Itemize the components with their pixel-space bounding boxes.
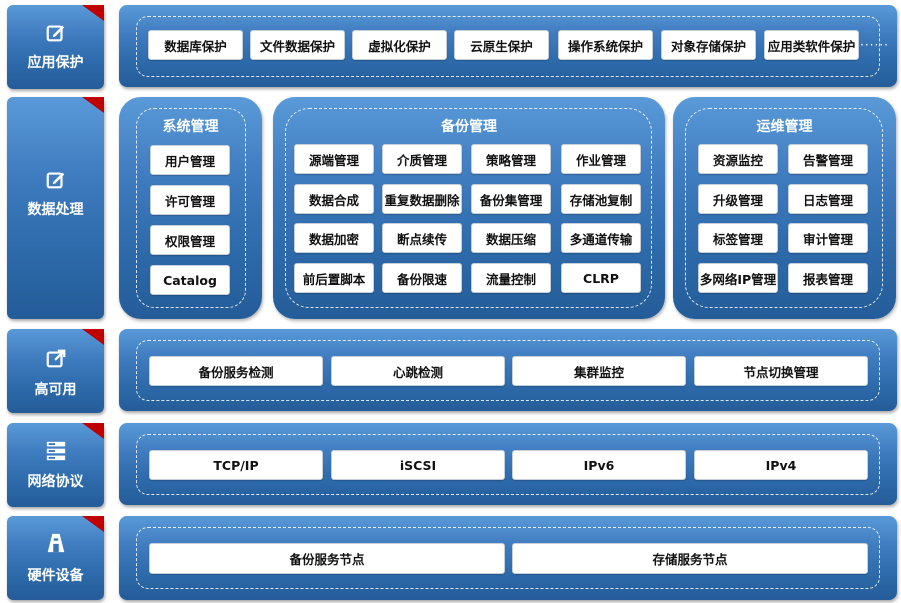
backup-management-item[interactable]: 多通道传输 <box>561 223 641 253</box>
ops-management-item[interactable]: 资源监控 <box>698 144 778 174</box>
backup-management-item[interactable]: 数据合成 <box>294 184 374 214</box>
backup-management-item[interactable]: CLRP <box>561 263 641 293</box>
backup-management-panel: 备份管理 源端管理 介质管理 策略管理 作业管理 数据合成 重复数据删除 备份集… <box>273 97 665 319</box>
backup-management-group <box>285 108 652 308</box>
high-availability-panel: 备份服务检测 心跳检测 集群监控 节点切换管理 <box>119 329 897 411</box>
network-protocol-item[interactable]: IPv6 <box>512 450 686 480</box>
backup-management-item[interactable]: 介质管理 <box>382 144 462 174</box>
server-icon <box>46 441 65 461</box>
app-protection-item[interactable]: 虚拟化保护 <box>352 30 447 60</box>
system-management-group <box>136 108 246 308</box>
app-protection-item[interactable]: 对象存储保护 <box>661 30 756 60</box>
backup-management-title: 备份管理 <box>441 119 497 135</box>
ops-management-item[interactable]: 升级管理 <box>698 184 778 214</box>
layer-tile-data-processing: 数据处理 <box>7 97 104 319</box>
backup-management-item[interactable]: 重复数据删除 <box>382 184 462 214</box>
edit-icon <box>46 25 64 42</box>
tower-icon <box>47 533 64 553</box>
hardware-panel: 备份服务节点 存储服务节点 <box>119 516 897 600</box>
ops-management-group <box>685 108 883 308</box>
corner-marker <box>82 423 104 439</box>
backup-management-item[interactable]: 数据加密 <box>294 223 374 253</box>
ops-management-panel: 运维管理 资源监控 告警管理 升级管理 日志管理 标签管理 审计管理 多网络IP… <box>673 97 896 319</box>
ops-management-item[interactable]: 日志管理 <box>788 184 868 214</box>
app-protection-group <box>136 16 880 77</box>
system-management-title: 系统管理 <box>162 119 219 135</box>
edit-icon <box>46 172 64 189</box>
app-protection-item[interactable]: 操作系统保护 <box>558 30 653 60</box>
layer-tile-app-protection: 应用保护 <box>7 5 104 89</box>
ops-management-item[interactable]: 报表管理 <box>788 263 868 293</box>
ops-management-item[interactable]: 标签管理 <box>698 223 778 253</box>
app-protection-item[interactable]: 数据库保护 <box>148 30 243 60</box>
high-availability-item[interactable]: 心跳检测 <box>331 356 505 386</box>
network-protocol-item[interactable]: TCP/IP <box>149 450 323 480</box>
corner-marker <box>82 516 104 532</box>
backup-management-item[interactable]: 策略管理 <box>471 144 551 174</box>
hardware-item[interactable]: 存储服务节点 <box>512 543 868 574</box>
hardware-group <box>136 527 880 589</box>
more-ellipsis: ······ <box>860 38 889 52</box>
app-protection-panel: 数据库保护 文件数据保护 虚拟化保护 云原生保护 操作系统保护 对象存储保护 应… <box>119 5 897 87</box>
system-management-item[interactable]: Catalog <box>150 265 230 295</box>
app-protection-item[interactable]: 云原生保护 <box>454 30 549 60</box>
layer-label: 网络协议 <box>27 474 84 490</box>
ops-management-title: 运维管理 <box>756 119 813 135</box>
backup-management-item[interactable]: 存储池复制 <box>561 184 641 214</box>
backup-management-item[interactable]: 备份集管理 <box>471 184 551 214</box>
system-management-item[interactable]: 许可管理 <box>150 185 230 215</box>
backup-management-item[interactable]: 流量控制 <box>471 263 551 293</box>
backup-management-item[interactable]: 前后置脚本 <box>294 263 374 293</box>
network-protocol-item[interactable]: IPv4 <box>694 450 868 480</box>
external-link-icon <box>46 349 65 368</box>
backup-management-item[interactable]: 作业管理 <box>561 144 641 174</box>
layer-tile-high-availability: 高可用 <box>7 329 104 413</box>
app-protection-item[interactable]: 文件数据保护 <box>250 30 345 60</box>
layer-tile-hardware: 硬件设备 <box>7 516 104 600</box>
network-protocol-group <box>136 434 880 495</box>
network-protocol-item[interactable]: iSCSI <box>331 450 505 480</box>
backup-management-item[interactable]: 备份限速 <box>382 263 462 293</box>
layer-label: 硬件设备 <box>27 568 84 584</box>
ops-management-item[interactable]: 审计管理 <box>788 223 868 253</box>
backup-management-item[interactable]: 断点续传 <box>382 223 462 253</box>
corner-marker <box>82 97 104 113</box>
layer-label: 数据处理 <box>27 202 84 218</box>
ops-management-item[interactable]: 多网络IP管理 <box>698 263 778 293</box>
corner-marker <box>82 329 104 345</box>
ops-management-item[interactable]: 告警管理 <box>788 144 868 174</box>
system-management-item[interactable]: 用户管理 <box>150 145 230 175</box>
layer-label: 高可用 <box>34 382 77 398</box>
high-availability-group <box>136 340 880 401</box>
app-protection-item[interactable]: 应用类软件保护 <box>764 30 859 60</box>
layer-label: 应用保护 <box>27 55 84 71</box>
system-management-item[interactable]: 权限管理 <box>150 225 230 255</box>
system-management-panel: 系统管理 用户管理 许可管理 权限管理 Catalog <box>119 97 262 319</box>
backup-management-item[interactable]: 数据压缩 <box>471 223 551 253</box>
high-availability-item[interactable]: 节点切换管理 <box>694 356 868 386</box>
corner-marker <box>82 5 104 21</box>
layer-tile-network-protocol: 网络协议 <box>7 423 104 507</box>
high-availability-item[interactable]: 备份服务检测 <box>149 356 323 386</box>
high-availability-item[interactable]: 集群监控 <box>512 356 686 386</box>
hardware-item[interactable]: 备份服务节点 <box>149 543 505 574</box>
backup-management-item[interactable]: 源端管理 <box>294 144 374 174</box>
network-protocol-panel: TCP/IP iSCSI IPv6 IPv4 <box>119 423 897 505</box>
